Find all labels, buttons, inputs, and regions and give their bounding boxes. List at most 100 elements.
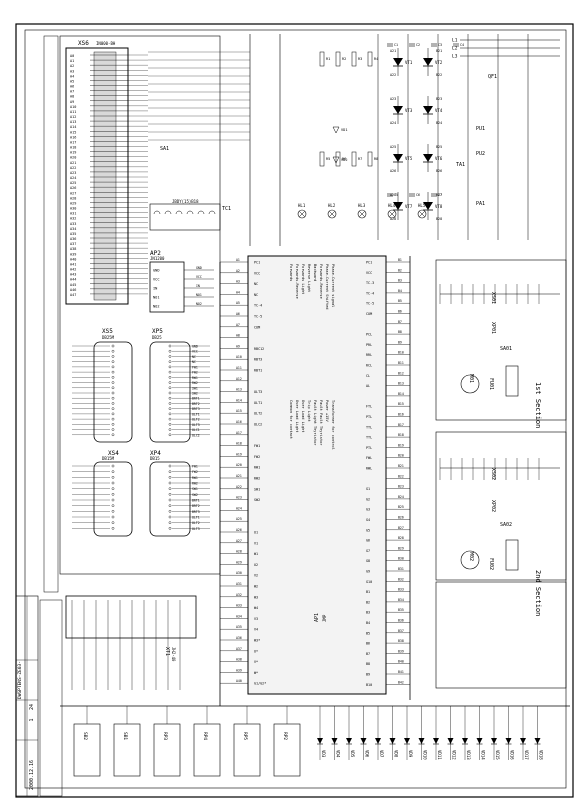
resistor-symbol bbox=[319, 51, 325, 67]
ap1-left-net: A30 bbox=[236, 571, 242, 575]
section-2-label: 2nd Section bbox=[534, 570, 542, 616]
capacitor-label: C3 bbox=[438, 43, 442, 47]
diode-symbol bbox=[332, 126, 340, 134]
motor-m02 bbox=[460, 550, 480, 570]
xs5-part: DB25M bbox=[102, 335, 115, 340]
ap2-pin: IN bbox=[153, 287, 157, 291]
xs4-pin-dot bbox=[111, 521, 115, 524]
ap1-left-net: A17 bbox=[236, 431, 242, 435]
ap1-right-net: B18 bbox=[398, 433, 404, 437]
xs5-pin-dot bbox=[111, 428, 115, 431]
ap2-net: GND bbox=[196, 266, 202, 270]
xs6-pin: A2 bbox=[70, 64, 74, 68]
xp5-pin: OLT3 bbox=[192, 423, 200, 427]
lamp-cross bbox=[298, 210, 306, 218]
net-a-label: A23 bbox=[390, 97, 396, 101]
xp5-pin-dot bbox=[168, 355, 172, 358]
led-label: VD4 bbox=[336, 750, 341, 758]
xs6-pin: A14 bbox=[70, 125, 76, 129]
ap1-right-pin: B8 bbox=[366, 662, 370, 666]
xp4-pin: BRT1 bbox=[192, 499, 200, 503]
led-symbol bbox=[331, 738, 338, 744]
xp5-pin-dot bbox=[168, 376, 172, 379]
ap1-right-pin: TC-4 bbox=[366, 291, 374, 295]
led-symbol bbox=[491, 738, 497, 744]
xp5-part: DB25 bbox=[152, 335, 162, 340]
pu2-label: PU2 bbox=[476, 151, 485, 157]
xs6-pin: A13 bbox=[70, 120, 76, 124]
m02-label: M02 bbox=[468, 552, 474, 561]
xs5-pin-dot bbox=[111, 412, 115, 416]
ap1-right-net: B3 bbox=[398, 279, 402, 283]
xs6-pin: A34 bbox=[70, 227, 76, 231]
coil bbox=[164, 210, 172, 215]
xp4-pin-dot bbox=[168, 498, 172, 502]
ap1-right-net: B33 bbox=[398, 588, 404, 592]
ap1-right-net: B14 bbox=[398, 392, 404, 396]
xp5-pin-dot bbox=[168, 428, 172, 431]
xp01-label: XP01 bbox=[490, 322, 496, 334]
phase-label: L1 bbox=[452, 38, 458, 44]
ap1-right-net: B32 bbox=[398, 577, 404, 581]
ap1-left-pin: TC-4 bbox=[254, 304, 262, 308]
ap1-right-pin: AL bbox=[366, 384, 370, 388]
section-1-box bbox=[435, 259, 567, 421]
xs4-name: XS4 bbox=[108, 450, 119, 457]
xp5-pin-dot bbox=[168, 344, 172, 348]
xs6-pin: A7 bbox=[70, 90, 74, 94]
ap1-left-net: A14 bbox=[236, 398, 242, 402]
section-2-box bbox=[435, 431, 567, 581]
ap1-right-net: B9 bbox=[398, 340, 402, 344]
led-label: VD5 bbox=[350, 750, 355, 758]
xp5-connector: XP5 DB25 bbox=[149, 328, 191, 443]
thyristor-label: VT5 bbox=[405, 156, 413, 161]
xs6-pin: A41 bbox=[70, 262, 76, 266]
ap1-left-pin: V3 bbox=[254, 617, 258, 621]
transformer-tc1 bbox=[149, 203, 221, 231]
xt1-terminal: XT1 JH2-40 bbox=[65, 595, 197, 662]
xs6-pin: A9 bbox=[70, 100, 74, 104]
sa1-label: SA1 bbox=[160, 146, 169, 152]
xs5-pin-dot bbox=[111, 407, 115, 410]
ta1-label: TA1 bbox=[456, 162, 465, 168]
ap1-right-pin: FWL bbox=[366, 456, 372, 460]
ap1-left-pin: V* bbox=[254, 660, 258, 664]
thyristor-label: VT7 bbox=[405, 204, 413, 209]
xp5-pin-dot bbox=[168, 386, 172, 390]
xs5-pin-dot bbox=[111, 376, 115, 379]
xp4-pin-dot bbox=[168, 504, 172, 507]
resistor-symbol bbox=[367, 151, 373, 167]
xp5-pin-dot bbox=[168, 407, 172, 410]
ap1-left-pin: RW1 bbox=[254, 466, 260, 470]
xs02-label: XS02 bbox=[490, 468, 496, 480]
resistor-label: R7 bbox=[358, 157, 362, 161]
resistor-label: R3 bbox=[358, 57, 362, 61]
ap1-left-pin: NC bbox=[254, 282, 258, 286]
ap1-right-pin: G9 bbox=[366, 570, 370, 574]
capacitor-label: C7 bbox=[438, 193, 442, 197]
xs6-pin: A44 bbox=[70, 278, 76, 282]
lamp-label: HL5 bbox=[418, 203, 426, 208]
resistor-label: R5 bbox=[326, 157, 330, 161]
ap1-left-net: A32 bbox=[236, 593, 242, 597]
ap2-net: NO1 bbox=[196, 293, 202, 297]
net-a-label: A26 bbox=[390, 169, 396, 173]
xp4-pin: RW2 bbox=[192, 482, 198, 486]
ap1-left-net: A29 bbox=[236, 560, 242, 564]
ap1-description: Forwards bbox=[289, 264, 293, 281]
xp4-pin: FW1 bbox=[192, 465, 198, 469]
bottom-device-label: SB1 bbox=[122, 732, 128, 740]
diode-label: VD2 bbox=[341, 158, 348, 162]
xs4-part: DB15M bbox=[102, 456, 115, 461]
xp5-pin: OLT1 bbox=[192, 412, 200, 416]
ap1-right-pin: B4 bbox=[366, 621, 370, 625]
xs6-pin: A36 bbox=[70, 237, 76, 241]
ap1-right-pin: G2 bbox=[366, 497, 370, 501]
xp5-pin: OLC2 bbox=[192, 433, 200, 437]
ap1-left-net: A15 bbox=[236, 409, 242, 413]
ap1-board: AP1 JMP A1PC1A2VCCA3NCA4NCA5TC-4A6TC-5A7… bbox=[220, 255, 410, 695]
lamp-label: HL3 bbox=[358, 203, 366, 208]
xs6-name: XS6 bbox=[78, 40, 89, 47]
led-label: VD8 bbox=[394, 750, 399, 758]
